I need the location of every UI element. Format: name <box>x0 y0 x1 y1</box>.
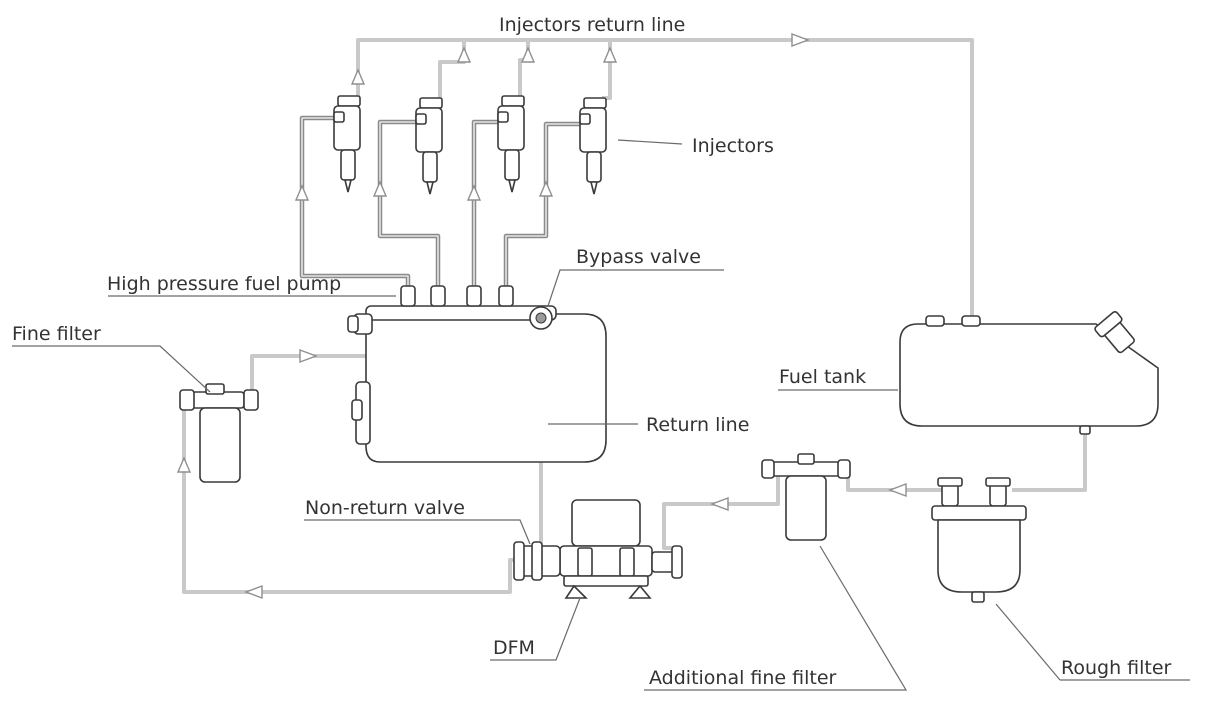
label-high-pressure-fuel-pump: High pressure fuel pump <box>107 273 341 295</box>
rough-filter <box>931 477 1027 603</box>
label-bypass-valve: Bypass valve <box>576 246 701 268</box>
arrow-icon <box>176 456 192 473</box>
injector-return-stub-4 <box>602 40 612 100</box>
filler-neck <box>1094 311 1135 354</box>
arrow-icon <box>299 348 318 364</box>
arrow-icon <box>244 584 263 600</box>
injector-return-stub-2 <box>438 40 466 98</box>
arrow-icon <box>350 68 366 85</box>
fuel-tank <box>899 311 1159 435</box>
injector-return-stub-3 <box>518 40 530 96</box>
arrow-icon <box>538 180 554 197</box>
injector-1 <box>333 95 361 193</box>
label-dfm: DFM <box>493 637 535 659</box>
dfm-unit <box>559 499 683 599</box>
non-return-valve <box>513 541 561 581</box>
additional-fine-filter <box>761 453 851 541</box>
arrow-icon <box>791 32 810 48</box>
label-fuel-tank: Fuel tank <box>779 366 866 388</box>
arrow-icon <box>602 46 618 63</box>
label-non-return-valve: Non-return valve <box>305 497 465 519</box>
high-pressure-pipes <box>299 115 582 288</box>
label-additional-fine-filter: Additional fine filter <box>649 667 837 689</box>
label-fine-filter: Fine filter <box>12 323 101 345</box>
leader-lines <box>12 139 1190 691</box>
arrow-icon <box>888 482 907 498</box>
injectors-group <box>333 95 607 195</box>
fine-filter <box>179 383 259 483</box>
labels: Injectors return line Injectors Bypass v… <box>12 14 1172 689</box>
label-injectors: Injectors <box>692 135 774 157</box>
injector-2 <box>415 97 443 195</box>
arrow-icon <box>372 180 388 197</box>
arrow-icon <box>520 46 536 63</box>
arrow-icon <box>466 184 482 201</box>
high-pressure-fuel-pump <box>347 285 607 463</box>
bypass-valve <box>529 306 553 330</box>
fine-filter-to-pump-pipe <box>250 354 370 392</box>
label-injectors-return-line: Injectors return line <box>499 14 685 36</box>
injector-4 <box>579 97 607 195</box>
arrow-icon <box>710 496 729 512</box>
injector-3 <box>497 95 525 193</box>
label-return-line: Return line <box>646 414 749 436</box>
arrow-icon <box>456 46 472 63</box>
flow-arrows <box>176 32 980 600</box>
tank-to-rough-filter-pipe <box>1012 426 1087 492</box>
label-rough-filter: Rough filter <box>1061 657 1172 679</box>
arrow-icon <box>294 184 310 201</box>
additional-filter-to-dfm-pipe <box>662 470 780 550</box>
